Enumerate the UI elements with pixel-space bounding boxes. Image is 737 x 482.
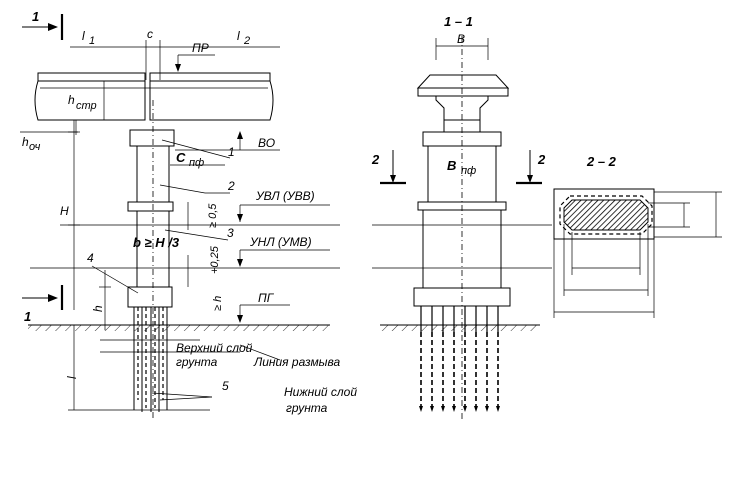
unl-label: УНЛ (УМВ) xyxy=(249,235,312,249)
low-soil-label-2: грунта xyxy=(286,401,328,415)
section-mark-1-top-label: 1 xyxy=(32,9,39,24)
scour-line-label: Линия размыва xyxy=(253,355,341,369)
l2-subscript: 2 xyxy=(243,35,250,47)
h-rost-label: h xyxy=(91,305,105,312)
section-22-title: 2 – 2 xyxy=(586,154,617,169)
B-pf-label: B xyxy=(447,158,456,173)
side-elevation: 1 1 l 1 l 2 c ПР h стр xyxy=(20,9,357,420)
section-11-title: 1 – 1 xyxy=(444,14,473,29)
section-1-1: 1 – 1 B B пф 2 2 xyxy=(371,14,552,420)
pile-tip xyxy=(430,406,434,412)
section-22-column xyxy=(563,199,649,231)
right-girder-top xyxy=(149,72,271,82)
section-marker-1-top: 1 xyxy=(22,9,64,40)
right-girder-body xyxy=(149,80,274,121)
vo-label: ВО xyxy=(258,136,275,150)
callout-5-label: 5 xyxy=(222,379,229,393)
left-girder-top xyxy=(37,72,146,82)
uvl-label: УВЛ (УВВ) xyxy=(255,189,315,203)
callout-2-label: 2 xyxy=(227,179,235,193)
girder-section xyxy=(416,74,510,89)
pg-label: ПГ xyxy=(258,291,275,305)
pile-tip xyxy=(452,406,456,412)
pile-tip xyxy=(474,406,478,412)
piles-front xyxy=(419,306,500,412)
pier-cap xyxy=(129,129,175,147)
h-och-label: h xyxy=(22,135,29,149)
callout-3-label: 3 xyxy=(227,226,234,240)
section2-left-label: 2 xyxy=(371,152,380,167)
l1-label: l xyxy=(82,29,85,43)
l2-label: l xyxy=(237,29,240,43)
callout-1-label: 1 xyxy=(228,145,235,159)
pile-tip xyxy=(419,406,423,412)
h-l-label: ≥ h xyxy=(212,296,224,311)
h-str-subscript: стр xyxy=(76,100,97,112)
section2-right-label: 2 xyxy=(537,152,546,167)
ge05-label: ≥ 0,5 xyxy=(207,203,219,228)
pile-tip xyxy=(485,406,489,412)
B-pf-subscript: пф xyxy=(461,165,476,177)
c-label: c xyxy=(147,27,153,41)
c-pf-subscript: пф xyxy=(189,157,204,169)
top-soil-label-1: Верхний слой xyxy=(176,341,253,355)
B-label: B xyxy=(457,32,465,46)
section-22-outline xyxy=(553,188,655,240)
left-girder-body xyxy=(34,80,146,121)
low-soil-label-1: Нижний слой xyxy=(284,385,357,399)
pile-tip xyxy=(463,406,467,412)
top-soil-label-2: грунта xyxy=(176,355,218,369)
H-label: H xyxy=(60,204,69,218)
l-sv-label: l xyxy=(65,376,79,379)
b-rule-label: b ≥ H /3 xyxy=(133,235,180,250)
h-str-label: h xyxy=(68,93,75,107)
pr-label: ПР xyxy=(192,41,209,55)
section-marker-1-bottom: 1 xyxy=(22,285,64,324)
callout-4-label: 4 xyxy=(87,251,94,265)
plus025-label: +0,25 xyxy=(209,245,221,274)
ice-belt xyxy=(127,201,174,212)
c-pf-label: С xyxy=(176,150,186,165)
section-2-2: 2 – 2 xyxy=(553,154,722,318)
piles-side xyxy=(133,307,168,412)
h-och-subscript: оч xyxy=(29,141,41,153)
pile-cap xyxy=(127,286,173,308)
pile-tip xyxy=(441,406,445,412)
pile-tip xyxy=(496,406,500,412)
section-mark-1-bottom-label: 1 xyxy=(24,309,31,324)
l1-subscript: 1 xyxy=(89,35,95,47)
